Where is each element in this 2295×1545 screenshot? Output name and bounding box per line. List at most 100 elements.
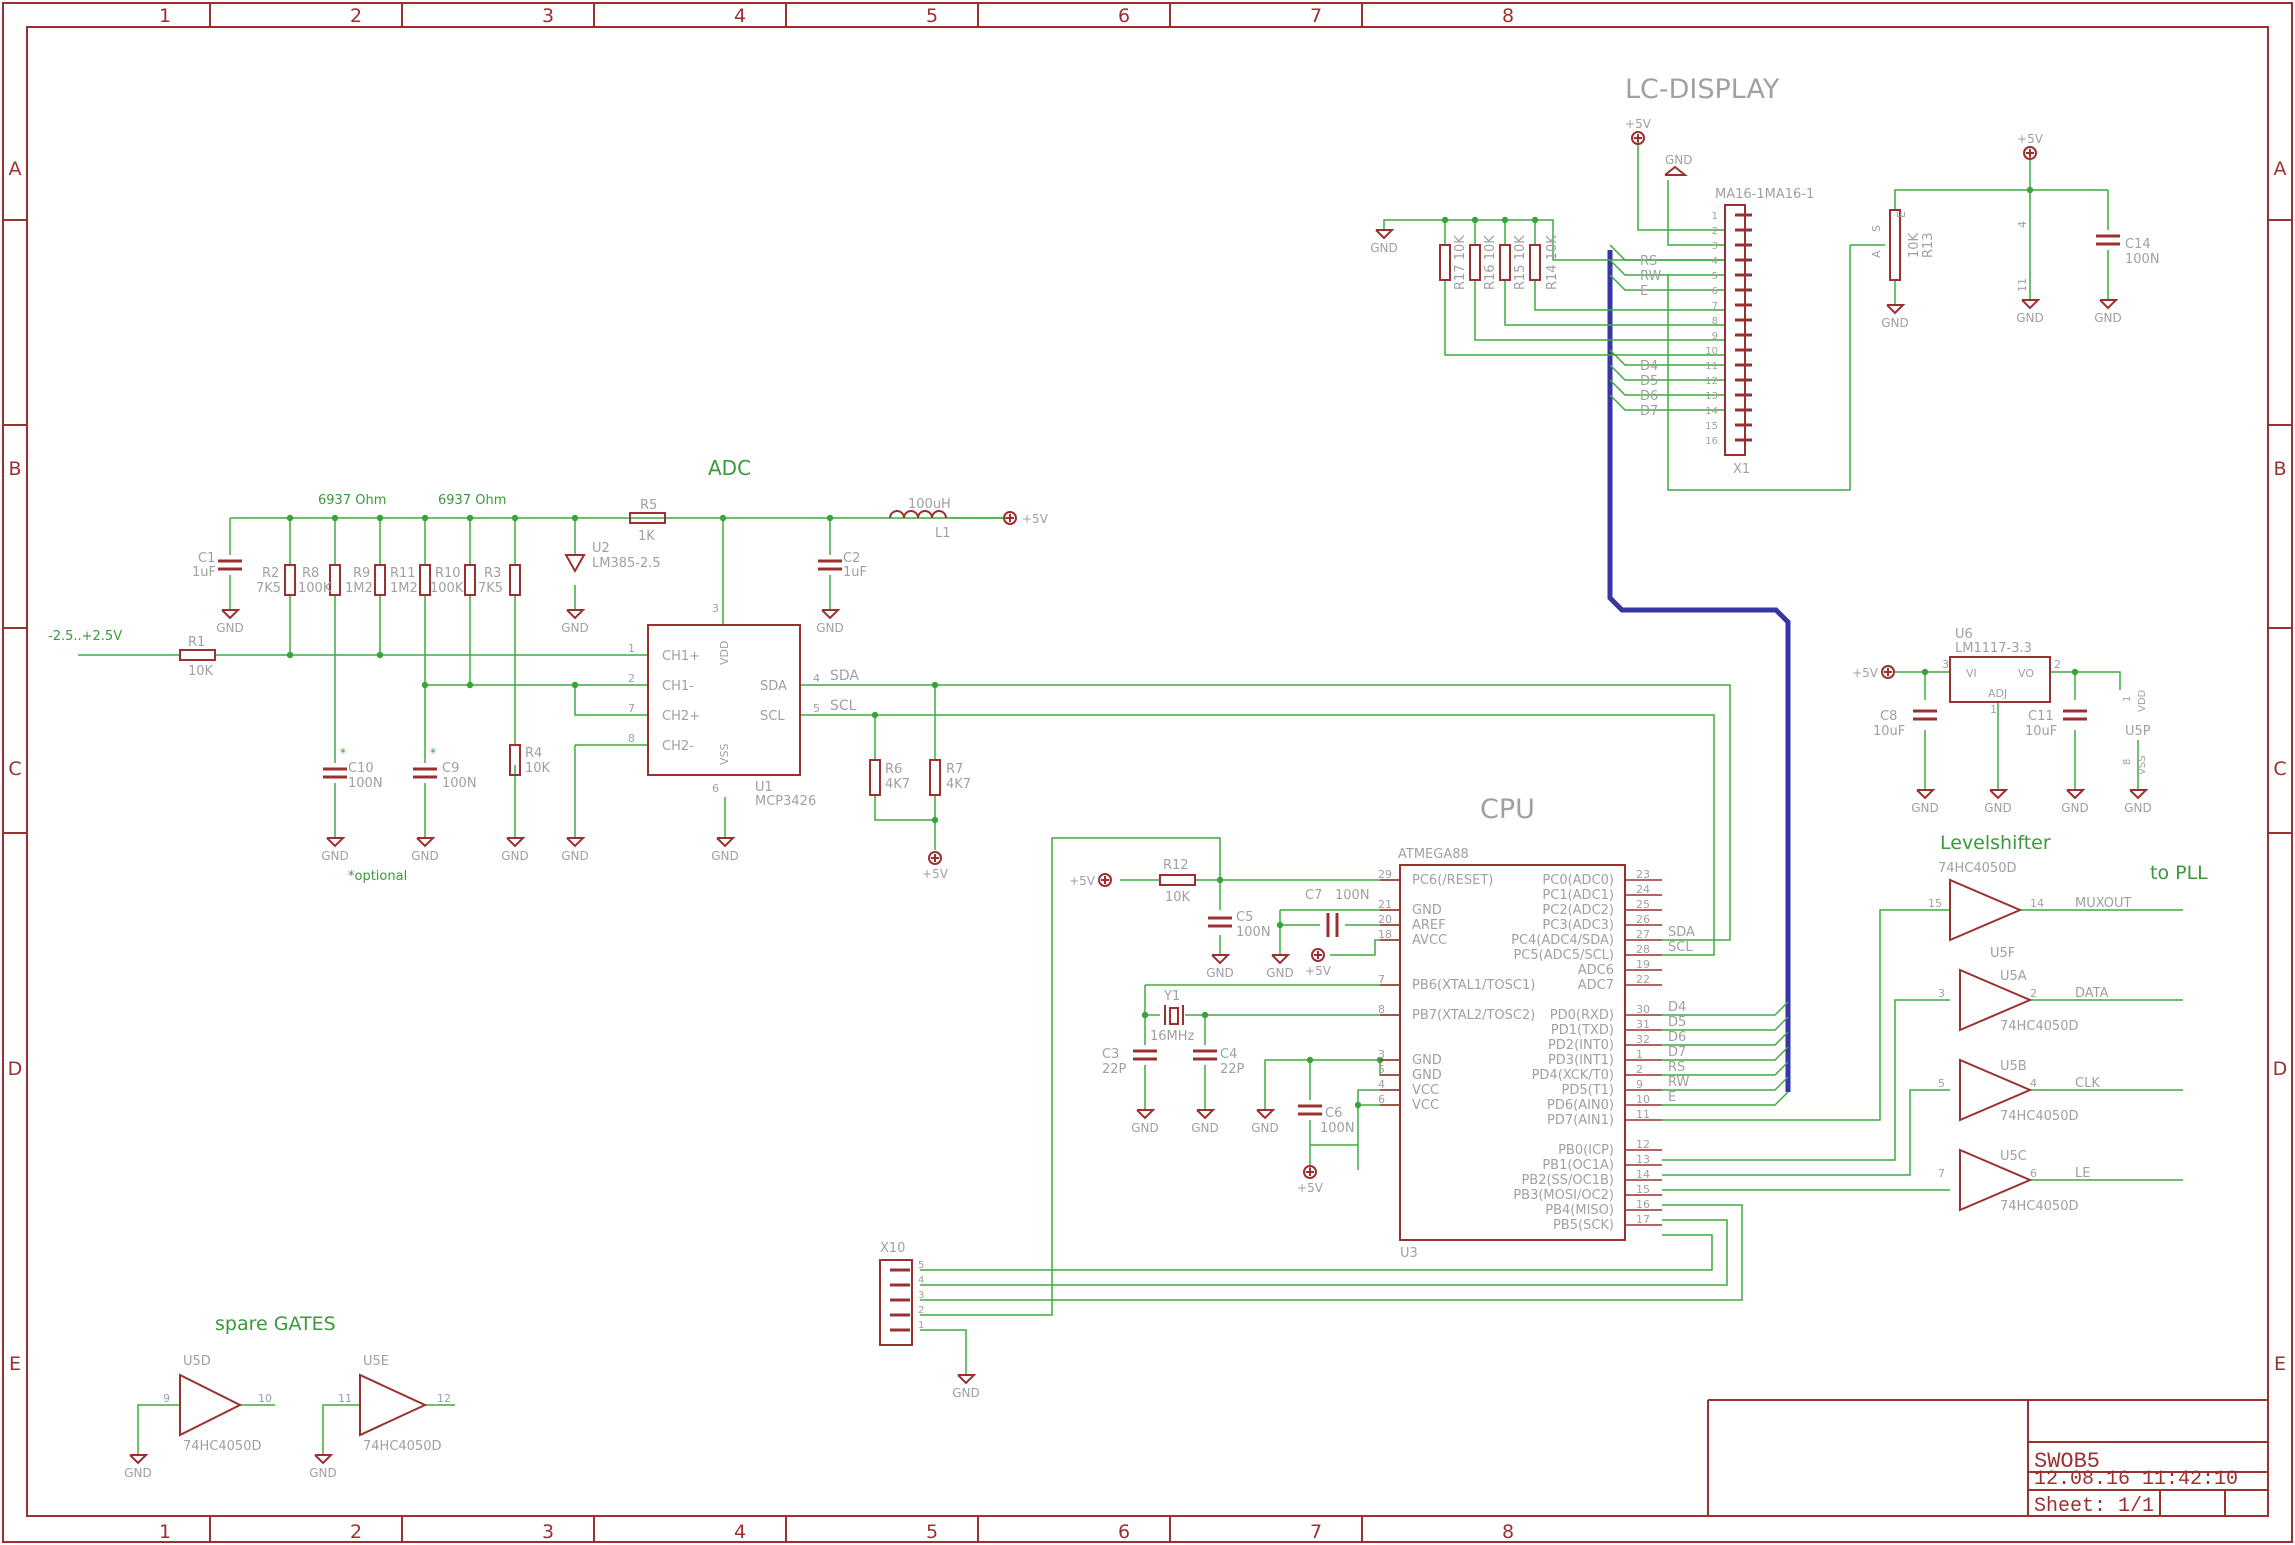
r1-ref: R1 <box>188 635 205 650</box>
junction-dot <box>286 514 294 522</box>
note-star-c9: * <box>430 746 436 760</box>
vcc-label: +5V <box>1297 1181 1324 1195</box>
u1-pin-ch2m: CH2- <box>662 739 694 754</box>
cpu-pin-name-right: PD0(RXD) <box>1550 1008 1614 1023</box>
gnd-label: GND <box>2094 311 2122 325</box>
frame-row-label-right: D <box>2273 1058 2288 1080</box>
frame-row-label-right: A <box>2274 158 2287 180</box>
gnd-icon <box>821 609 841 620</box>
gnd-label: GND <box>816 621 844 635</box>
frame-col-label-top: 2 <box>350 5 362 27</box>
junction-dot <box>1276 921 1284 929</box>
u5e-out: 12 <box>437 1392 451 1405</box>
heading-to-pll: to PLL <box>2150 862 2208 884</box>
gnd-label: GND <box>1191 1121 1219 1135</box>
cpu-pin-name-right: PB0(ICP) <box>1558 1143 1614 1158</box>
cpu-pin-name-left: GND <box>1412 1053 1442 1068</box>
cpu-pin-name-left: GND <box>1412 1068 1442 1083</box>
u5b-ref: U5B <box>2000 1059 2027 1074</box>
frame-col-label-top: 7 <box>1310 5 1322 27</box>
frame-col-label-top: 4 <box>734 5 746 27</box>
pd-wire-to-bus <box>1662 1091 1789 1106</box>
c1-ref: C1 <box>198 551 215 566</box>
isp-pin-number: 1 <box>918 1320 924 1331</box>
junction-dot <box>376 514 384 522</box>
note-input-range: -2.5..+2.5V <box>48 629 122 644</box>
r5-ref: R5 <box>640 498 657 513</box>
frame-row-label-right: E <box>2274 1353 2286 1375</box>
r12-val: 10K <box>1165 890 1191 905</box>
lcd-pin-number: 7 <box>1712 301 1718 312</box>
junction-dot <box>719 514 727 522</box>
c10-ref: C10 <box>348 761 374 776</box>
r8-ref: R8 <box>302 566 319 581</box>
r12-ref: R12 <box>1163 858 1189 873</box>
r13-val: 10K <box>1907 232 1922 258</box>
frame-row-label-left: B <box>8 458 21 480</box>
net-d5-cpu: D5 <box>1668 1015 1686 1030</box>
u1-vdd: VDD <box>718 641 731 665</box>
cpu-pin-name-right: PC3(ADC3) <box>1542 918 1614 933</box>
junction-dot <box>931 681 939 689</box>
frame-col-label-top: 3 <box>542 5 554 27</box>
c9-ref: C9 <box>442 761 459 776</box>
gnd-icon <box>506 837 526 848</box>
cpu-pin-name-right: PD4(XCK/T0) <box>1532 1068 1614 1083</box>
c14-val: 100N <box>2125 252 2160 267</box>
frame-row-label-left: C <box>8 758 21 780</box>
c3-val: 22P <box>1102 1062 1127 1077</box>
gnd-label: GND <box>2124 801 2152 815</box>
u1-vss: VSS <box>718 743 731 765</box>
gnd-icon <box>129 1454 149 1465</box>
r3-val: 7K5 <box>478 581 503 596</box>
c4-val: 22P <box>1220 1062 1245 1077</box>
u5f-out: 14 <box>2030 897 2044 910</box>
lcd-pin-number: 10 <box>1705 346 1718 357</box>
u1-pin-ch2p: CH2+ <box>662 709 700 724</box>
isp-pin-number: 5 <box>918 1260 924 1271</box>
cpu-pin-num-right: 13 <box>1636 1153 1650 1166</box>
gnd-icon <box>1886 304 1906 315</box>
cpu-pin-name-left: GND <box>1412 903 1442 918</box>
cpu-pin-num-right: 31 <box>1636 1018 1650 1031</box>
junction-dot <box>1471 216 1479 224</box>
lcd-ref: X1 <box>1733 462 1750 477</box>
junction-dot <box>376 651 384 659</box>
data-bus <box>1607 250 1791 1092</box>
u5p-ref: U5P <box>2125 724 2151 739</box>
junction-dot <box>871 711 879 719</box>
gnd-icon <box>566 837 586 848</box>
c1-val: 1uF <box>192 565 216 580</box>
cpu-pin-name-right: PC2(ADC2) <box>1542 903 1614 918</box>
junction-dot <box>511 514 519 522</box>
r15-val: 10K <box>1513 235 1528 261</box>
cpu-pin-num-left: 8 <box>1378 1003 1385 1016</box>
c14-ref: C14 <box>2125 237 2151 252</box>
cpu-pin-name-left: VCC <box>1412 1083 1439 1098</box>
lcd-pin-number: 11 <box>1705 361 1718 372</box>
u5d-in: 9 <box>163 1392 170 1405</box>
u1-pnum-5: 5 <box>813 702 820 715</box>
frame-col-label-bottom: 8 <box>1502 1521 1514 1543</box>
vcc-icon <box>1303 1165 1317 1179</box>
r4-val: 10K <box>525 761 551 776</box>
gnd-label: GND <box>411 849 439 863</box>
frame-row-label-left: E <box>9 1353 21 1375</box>
u5c-part: 74HC4050D <box>2000 1199 2079 1214</box>
cpu-pin-num-right: 28 <box>1636 943 1650 956</box>
junction-dot <box>1501 216 1509 224</box>
u1-pin-ch1m: CH1- <box>662 679 694 694</box>
c10-val: 100N <box>348 776 383 791</box>
junction-dot <box>1531 216 1539 224</box>
net-e-cpu: E <box>1668 1090 1676 1105</box>
heading-levelshifter: Levelshifter <box>1940 832 2051 854</box>
u1-pnum-2: 2 <box>628 672 635 685</box>
junction-dot <box>826 514 834 522</box>
gnd-icon <box>1196 1109 1216 1120</box>
frame-col-label-top: 6 <box>1118 5 1130 27</box>
y1-val: 16MHz <box>1150 1029 1195 1044</box>
u5b-in: 5 <box>1938 1077 1945 1090</box>
junction-dot <box>931 816 939 824</box>
r8-val: 100K <box>298 581 332 596</box>
